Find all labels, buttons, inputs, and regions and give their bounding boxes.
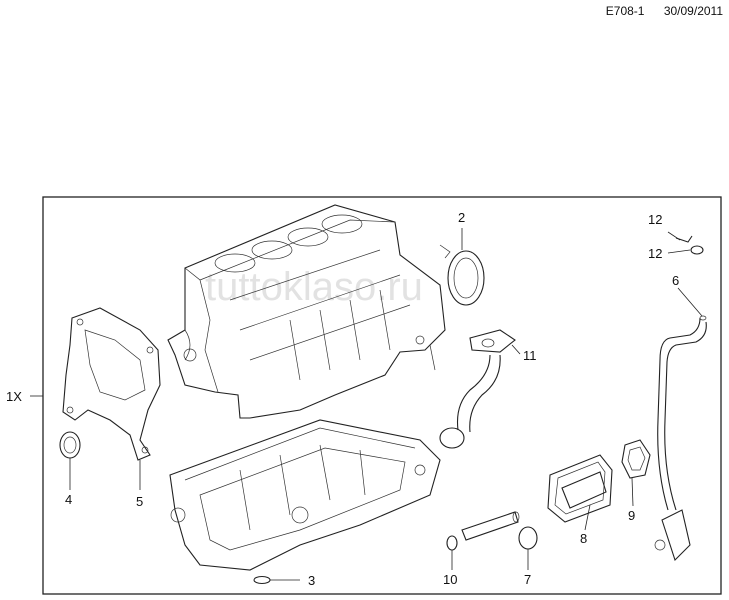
callout-5: 5 bbox=[136, 494, 143, 509]
callout-1x: 1X bbox=[6, 389, 22, 404]
part-11-pickup-tube bbox=[439, 329, 516, 449]
part-10-tube bbox=[446, 511, 520, 551]
page-header: E708-1 30/09/2011 bbox=[590, 4, 723, 18]
part-8-cooler-gasket bbox=[547, 454, 613, 523]
part-9-gasket bbox=[621, 439, 651, 479]
oil-pan bbox=[169, 419, 441, 571]
diagram-code: E708-1 bbox=[605, 4, 645, 18]
callout-6: 6 bbox=[672, 273, 679, 288]
callout-3: 3 bbox=[308, 573, 315, 588]
part-12-clips bbox=[675, 235, 704, 255]
callout-9: 9 bbox=[628, 508, 635, 523]
diagram-frame bbox=[42, 196, 722, 595]
part-2-rear-seal bbox=[439, 244, 485, 306]
part-5-cover-gasket bbox=[62, 307, 161, 461]
engine-block bbox=[167, 204, 446, 419]
part-4-seal bbox=[59, 431, 81, 459]
part-3-plug bbox=[253, 575, 271, 585]
part-7-o-ring bbox=[518, 526, 538, 550]
callout-11: 11 bbox=[523, 348, 537, 363]
diagram-date: 30/09/2011 bbox=[663, 4, 723, 18]
callout-7: 7 bbox=[524, 572, 531, 587]
part-6-dipstick-tube bbox=[654, 315, 707, 562]
callout-8: 8 bbox=[580, 531, 587, 546]
callout-12-upper: 12 bbox=[648, 212, 662, 227]
callout-4: 4 bbox=[65, 492, 72, 507]
callout-10: 10 bbox=[443, 572, 457, 587]
leader-lines bbox=[69, 228, 703, 581]
callout-2: 2 bbox=[458, 210, 465, 225]
callout-12-lower: 12 bbox=[648, 246, 662, 261]
